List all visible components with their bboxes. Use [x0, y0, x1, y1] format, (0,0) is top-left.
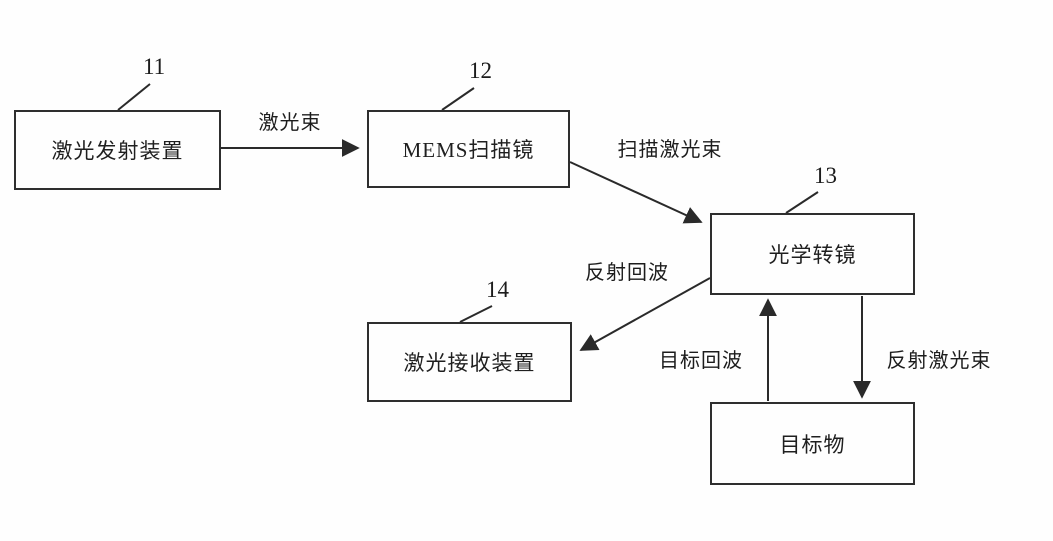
ref-number-13: 13 [814, 163, 837, 188]
box-laser-emitter-label: 激光发射装置 [51, 139, 184, 163]
edge-label-target-echo: 目标回波 [659, 350, 743, 372]
ref-tick-14 [459, 305, 493, 323]
box-target-object: 目标物 [710, 402, 915, 485]
ref-number-11: 11 [143, 54, 166, 79]
edge-label-laser-beam: 激光束 [258, 112, 322, 134]
ref-tick-11 [117, 83, 151, 111]
box-mems-mirror-label: MEMS扫描镜 [402, 138, 535, 162]
box-laser-receiver-label: 激光接收装置 [403, 351, 536, 375]
ref-tick-13 [785, 191, 819, 214]
arrow-reflected-echo [579, 277, 711, 351]
box-laser-receiver: 激光接收装置 [367, 322, 572, 402]
edge-label-reflected-laser: 反射激光束 [886, 350, 992, 372]
box-optical-mirror: 光学转镜 [710, 213, 915, 295]
box-target-object-label: 目标物 [779, 432, 846, 457]
box-mems-mirror: MEMS扫描镜 [367, 110, 570, 188]
box-laser-emitter: 激光发射装置 [14, 110, 221, 190]
edge-label-scan-laser-beam: 扫描激光束 [617, 139, 723, 161]
ref-number-14: 14 [486, 277, 509, 302]
edge-label-reflected-echo: 反射回波 [585, 262, 669, 284]
box-optical-mirror-label: 光学转镜 [768, 243, 857, 267]
ref-tick-12 [441, 87, 475, 111]
ref-number-12: 12 [469, 58, 492, 83]
arrow-scan-laser-beam [569, 161, 703, 224]
